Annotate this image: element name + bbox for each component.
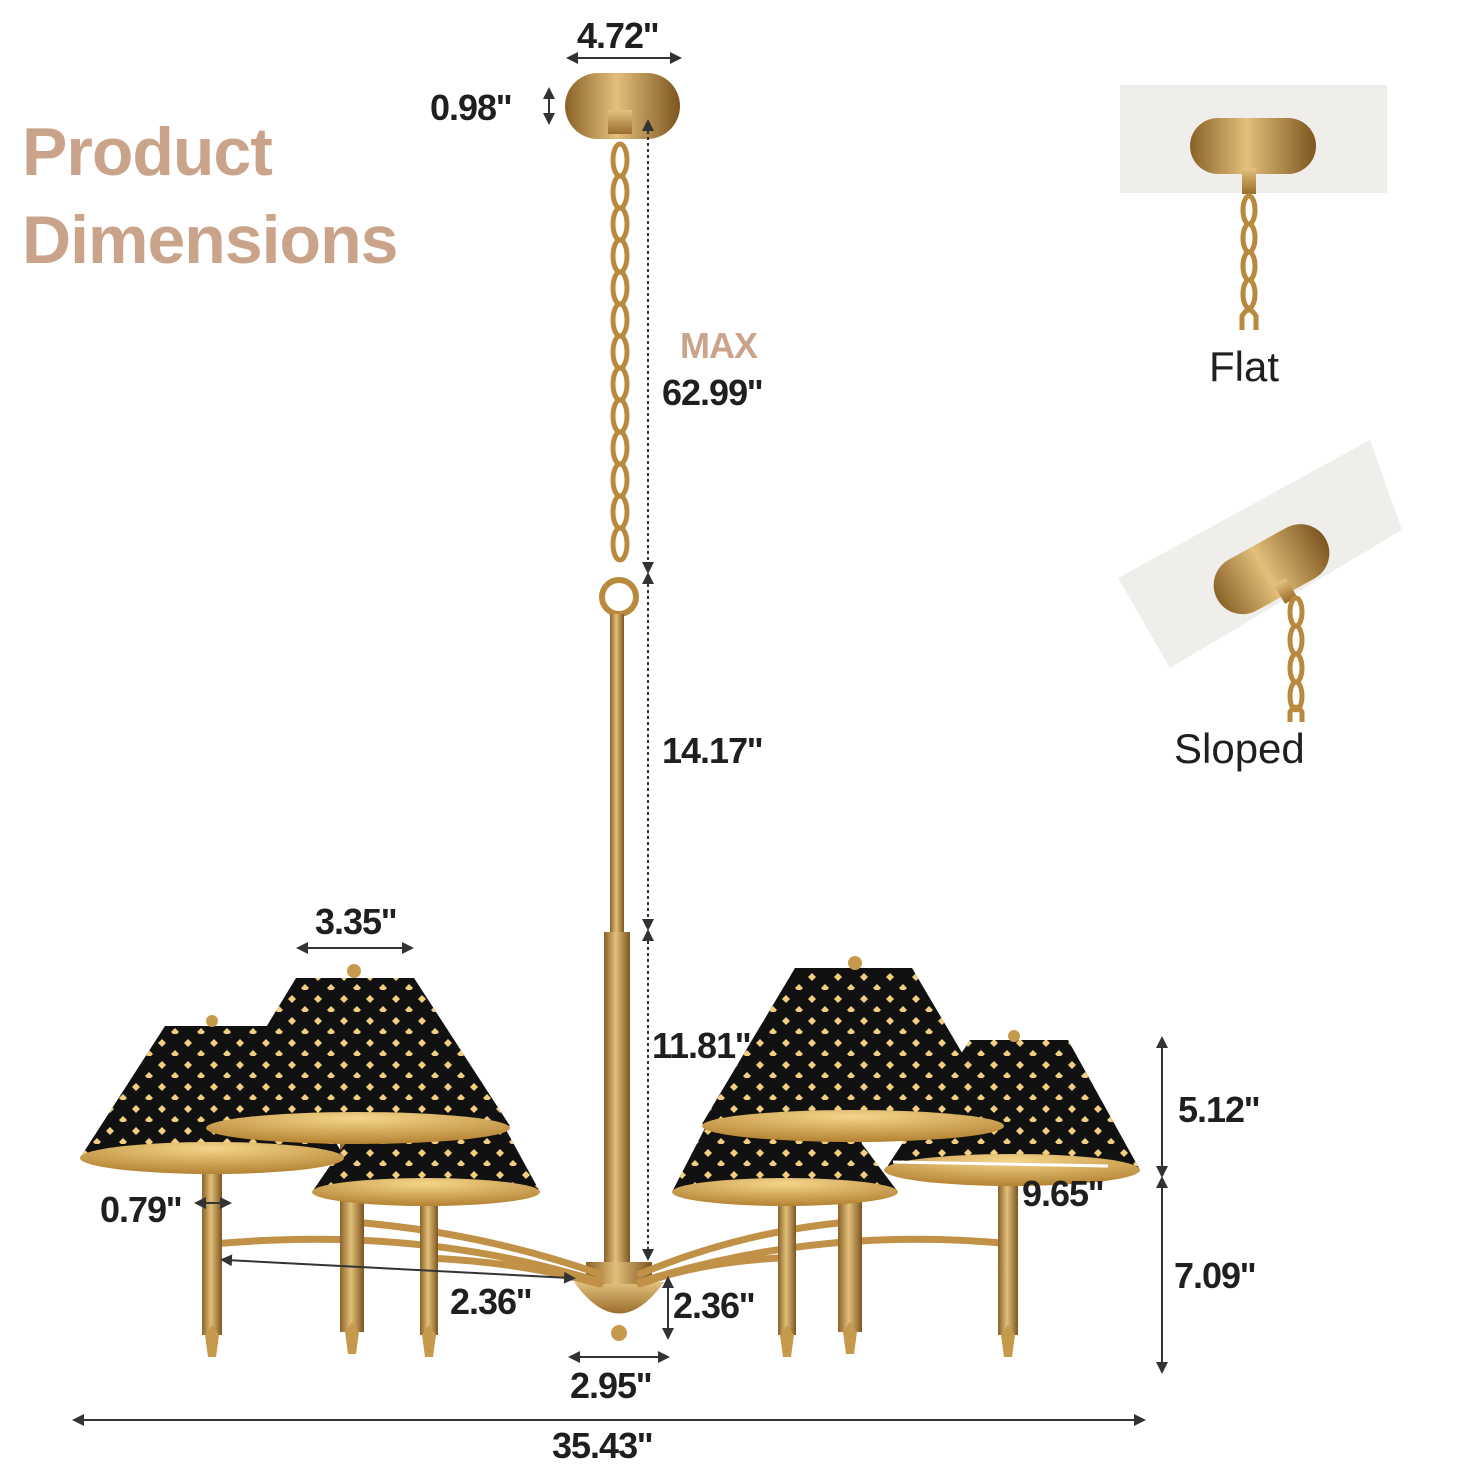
max-label: MAX bbox=[680, 325, 758, 366]
chain bbox=[599, 141, 639, 617]
rod-lower-label: 11.81'' bbox=[652, 1025, 751, 1066]
shade-front-right bbox=[702, 956, 1004, 1142]
socket-width-label: 0.79'' bbox=[100, 1189, 182, 1230]
shade-back-right bbox=[672, 1128, 898, 1206]
shade-height-label: 5.12'' bbox=[1178, 1089, 1260, 1130]
sloped-mount-illustration bbox=[1118, 440, 1402, 722]
page-title: Product Dimensions bbox=[22, 108, 398, 284]
total-width-label: 35.43'' bbox=[552, 1425, 653, 1466]
hub-height-label: 2.36'' bbox=[673, 1285, 755, 1326]
shade-top-label: 3.35'' bbox=[315, 901, 397, 942]
canopy-height-label: 0.98'' bbox=[430, 87, 512, 128]
arm-left-label: 2.36'' bbox=[450, 1281, 532, 1322]
flat-mount-label: Flat bbox=[1209, 343, 1280, 390]
title-line-2: Dimensions bbox=[22, 202, 398, 278]
dimension-lines bbox=[72, 52, 1168, 1426]
shade-bottom-label: 9.65'' bbox=[1022, 1173, 1104, 1214]
title-line-1: Product bbox=[22, 114, 273, 190]
canopy bbox=[565, 73, 680, 139]
max-length-label: 62.99'' bbox=[662, 372, 763, 413]
finials bbox=[205, 1322, 1015, 1357]
sloped-mount-label: Sloped bbox=[1174, 725, 1305, 772]
center-rod bbox=[574, 614, 664, 1341]
rod-upper-label: 14.17'' bbox=[662, 730, 763, 771]
flat-mount-illustration bbox=[1120, 85, 1387, 330]
shade-back-left bbox=[312, 1128, 540, 1206]
canopy-width-label: 4.72'' bbox=[577, 15, 659, 56]
hub-width-label: 2.95'' bbox=[570, 1365, 652, 1406]
shade-front-left bbox=[206, 964, 510, 1144]
body-height-label: 7.09'' bbox=[1174, 1255, 1256, 1296]
